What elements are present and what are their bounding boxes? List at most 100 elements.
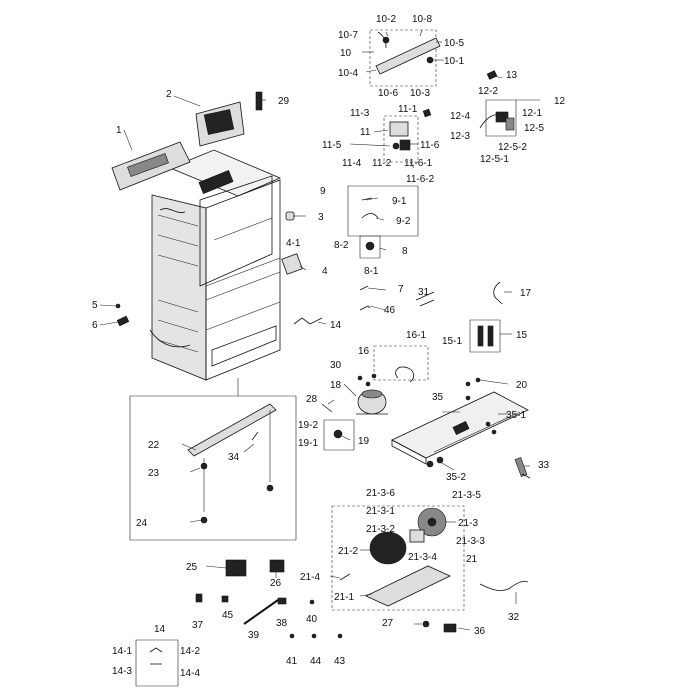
callout-30: 30 xyxy=(330,360,342,371)
part-5 xyxy=(115,303,121,309)
callout-4-1: 4-1 xyxy=(286,238,301,249)
callout-40: 40 xyxy=(306,614,318,625)
callout-labels: 1 2 29 10-2 10-8 10-7 10-5 10 10-1 10-4 … xyxy=(92,14,566,679)
part-21-4 xyxy=(339,573,351,581)
part-15 xyxy=(469,319,501,353)
callout-23: 23 xyxy=(148,468,160,479)
callout-16: 16 xyxy=(358,346,370,357)
part-43 xyxy=(337,633,343,639)
callout-38: 38 xyxy=(276,618,288,629)
part-37 xyxy=(195,593,203,603)
callout-10-7: 10-7 xyxy=(338,30,358,41)
callout-44: 44 xyxy=(310,656,322,667)
callout-21-2: 21-2 xyxy=(338,546,358,557)
callout-21-1: 21-1 xyxy=(334,592,354,603)
part-29 xyxy=(255,91,263,111)
callout-12: 12 xyxy=(554,96,566,107)
callout-28: 28 xyxy=(306,394,318,405)
part-10-assembly xyxy=(375,31,441,75)
callout-35-2: 35-2 xyxy=(446,472,466,483)
callout-8-2: 8-2 xyxy=(334,240,349,251)
callout-6: 6 xyxy=(92,320,98,331)
callout-21-3: 21-3 xyxy=(458,518,478,529)
part-17 xyxy=(493,281,503,305)
callout-11-6: 11-6 xyxy=(420,140,440,151)
callout-4: 4 xyxy=(322,266,328,277)
callout-19: 19 xyxy=(358,436,370,447)
callout-10: 10 xyxy=(340,48,352,59)
callout-11-5: 11-5 xyxy=(322,140,342,151)
part-33 xyxy=(514,457,531,479)
callout-19-2: 19-2 xyxy=(298,420,318,431)
part-26 xyxy=(269,559,285,573)
part-3 xyxy=(285,211,295,221)
callout-11-2: 11-2 xyxy=(372,158,392,169)
callout-14-box: 14 xyxy=(154,624,166,635)
callout-11-4: 11-4 xyxy=(342,158,362,169)
callout-18: 18 xyxy=(330,380,342,391)
callout-31: 31 xyxy=(418,287,430,298)
callout-36: 36 xyxy=(474,626,486,637)
part-28 xyxy=(321,403,333,413)
callout-19-1: 19-1 xyxy=(298,438,318,449)
callout-21-3-5: 21-3-5 xyxy=(452,490,481,501)
callout-20: 20 xyxy=(516,380,528,391)
callout-14-4: 14-4 xyxy=(180,668,200,679)
callout-14-1: 14-1 xyxy=(112,646,132,657)
part-13 xyxy=(486,70,498,80)
callout-12-5-2: 12-5-2 xyxy=(498,142,527,153)
part-11-assembly xyxy=(389,108,432,151)
part-30 xyxy=(357,373,377,387)
callout-17: 17 xyxy=(520,288,532,299)
callout-43: 43 xyxy=(334,656,346,667)
callout-9: 9 xyxy=(320,186,326,197)
part-25 xyxy=(225,559,247,577)
callout-9-2: 9-2 xyxy=(396,216,411,227)
part-panel-2 xyxy=(195,101,245,147)
part-35-base-panel xyxy=(391,377,529,468)
part-panel-1 xyxy=(111,141,191,191)
callout-14-2: 14-2 xyxy=(180,646,200,657)
part-16 xyxy=(395,366,414,383)
callout-35: 35 xyxy=(432,392,444,403)
leader-lines xyxy=(99,29,540,631)
callout-8: 8 xyxy=(402,246,408,257)
part-32 xyxy=(479,580,529,591)
callout-10-5: 10-5 xyxy=(444,38,464,49)
callout-10-6: 10-6 xyxy=(378,88,398,99)
callout-3: 3 xyxy=(318,212,324,223)
part-46 xyxy=(359,305,371,311)
callout-5: 5 xyxy=(92,300,98,311)
callout-45: 45 xyxy=(222,610,234,621)
part-38 xyxy=(277,597,287,605)
callout-10-8: 10-8 xyxy=(412,14,432,25)
callout-12-1: 12-1 xyxy=(522,108,542,119)
callout-29: 29 xyxy=(278,96,290,107)
part-45 xyxy=(221,595,229,603)
callout-11-1: 11-1 xyxy=(398,104,418,115)
callout-16-1: 16-1 xyxy=(406,330,426,341)
callout-12-5-1: 12-5-1 xyxy=(480,154,509,165)
callout-32: 32 xyxy=(508,612,520,623)
callout-34: 34 xyxy=(228,452,240,463)
callout-24: 24 xyxy=(136,518,148,529)
callout-25: 25 xyxy=(186,562,198,573)
callout-21-3-4: 21-3-4 xyxy=(408,552,437,563)
part-8 xyxy=(359,235,381,259)
callout-21: 21 xyxy=(466,554,478,565)
part-39 xyxy=(243,599,279,625)
callout-12-2: 12-2 xyxy=(478,86,498,97)
part-14-bracket xyxy=(293,317,323,325)
part-6 xyxy=(116,315,130,327)
callout-2: 2 xyxy=(166,89,172,100)
callout-10-2: 10-2 xyxy=(376,14,396,25)
part-4 xyxy=(281,253,303,275)
part-12-assembly xyxy=(479,111,515,131)
callout-1: 1 xyxy=(116,125,122,136)
callout-46: 46 xyxy=(384,305,396,316)
callout-14-3: 14-3 xyxy=(112,666,132,677)
compressor xyxy=(356,389,388,415)
callout-35-1: 35-1 xyxy=(506,410,526,421)
callout-21-3-2: 21-3-2 xyxy=(366,524,395,535)
